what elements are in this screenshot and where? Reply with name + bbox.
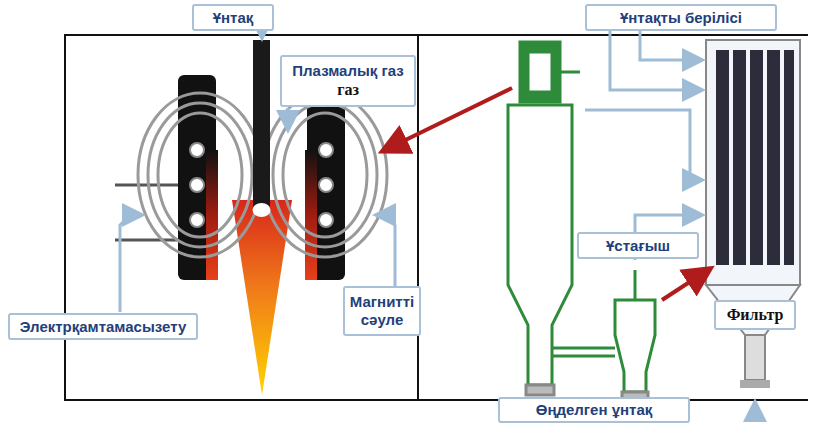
label-box: Ұнтақ [192, 4, 274, 31]
label-text: газ [337, 80, 359, 99]
label-text: Ұстағыш [606, 237, 670, 255]
label-text: Электрқамтамасызету [20, 318, 186, 336]
label-text: Магнитті сәуле [350, 293, 414, 329]
plasma-torch [115, 40, 387, 395]
label-text: Ұнтақты берілісі [620, 9, 742, 27]
label-box: Ұнтақты берілісі [585, 4, 777, 31]
filter-unit [706, 40, 800, 388]
label-text: Фильтр [727, 305, 784, 324]
label-box: Электрқамтамасызету [8, 313, 198, 340]
red-pointer-arrows [385, 88, 708, 300]
flow-arrows [585, 31, 755, 420]
label-box: Фильтр [714, 300, 796, 330]
label-text: Өңделген ұнтақ [536, 401, 653, 419]
label-box: Плазмалық газгаз [280, 55, 416, 107]
label-box: Ұстағыш [577, 232, 699, 259]
label-text: Плазмалық газ [292, 62, 403, 80]
label-box: Өңделген ұнтақ [498, 397, 690, 423]
label-text: Ұнтақ [213, 9, 254, 27]
reactor-apparatus [508, 42, 655, 400]
label-box: Магнитті сәуле [343, 286, 421, 336]
